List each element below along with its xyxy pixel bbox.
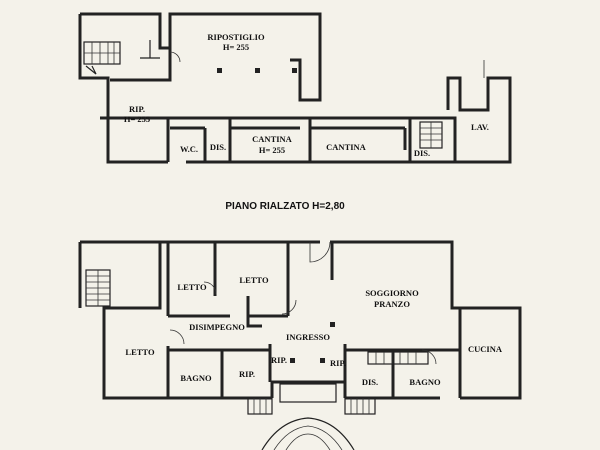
room-name-rip-3: RIP. [330, 358, 346, 368]
door-swing [169, 51, 181, 63]
door-swing [421, 349, 437, 365]
column [290, 358, 295, 363]
ground-stairs [85, 269, 111, 307]
basement-wall [110, 48, 172, 82]
room-name-bagno-2: BAGNO [409, 377, 441, 387]
entrance-wall [270, 380, 347, 398]
room-name-cantina-2: CANTINA [326, 142, 367, 152]
room-name-rip-2: RIP. [271, 355, 287, 365]
column [292, 68, 297, 73]
entrance-steps [247, 383, 376, 450]
room-height-rip: H= 255 [124, 114, 150, 124]
basement-stairs [83, 41, 121, 75]
column [320, 358, 325, 363]
room-name-pranzo: PRANZO [374, 299, 410, 309]
room-name-lav: LAV. [471, 122, 489, 132]
room-name-letto-2: LETTO [239, 275, 269, 285]
room-name-dis: DIS. [362, 377, 378, 387]
ground-wall [80, 240, 272, 400]
basement-plan: RIPOSTIGLIO H= 255 RIP. H= 255 W.C. DIS.… [78, 12, 512, 164]
interior-stairs [367, 351, 429, 365]
room-name-letto-3: LETTO [125, 347, 155, 357]
room-name-rip: RIP. [239, 369, 255, 379]
ground-wall [330, 240, 522, 400]
plan-title: PIANO RIALZATO H=2,80 [225, 201, 345, 212]
room-name-wc: W.C. [180, 144, 198, 154]
basement-stairs [419, 121, 443, 149]
basement-wall [410, 76, 512, 164]
room-name-letto: LETTO [177, 282, 207, 292]
door-swing [203, 281, 217, 295]
door-swing [309, 241, 331, 263]
room-name-soggiorno: SOGGIORNO [365, 288, 419, 298]
room-name-dis: DIS. [210, 142, 226, 152]
basement-wall [100, 116, 412, 164]
basement-wall [78, 14, 168, 164]
door-swing [281, 299, 297, 315]
room-height-ripostiglio: H= 255 [223, 42, 249, 52]
room-name-bagno: BAGNO [180, 373, 212, 383]
column [217, 68, 222, 73]
ground-floor-plan: LETTO LETTO SOGGIORNO PRANZO DISIMPEGNO … [78, 240, 522, 450]
room-name-ripostiglio: RIPOSTIGLIO [207, 32, 265, 42]
column [255, 68, 260, 73]
door-swing [169, 329, 185, 345]
room-name-dis-2: DIS. [414, 148, 430, 158]
room-name-disimpegno: DISIMPEGNO [189, 322, 245, 332]
room-height-cantina: H= 255 [259, 145, 285, 155]
basement-wall [80, 12, 322, 102]
room-name-rip: RIP. [129, 104, 145, 114]
basement-wall [410, 116, 457, 162]
room-name-cantina: CANTINA [252, 134, 293, 144]
room-name-ingresso: INGRESSO [286, 332, 330, 342]
door-swing [140, 40, 160, 59]
ground-wall [246, 296, 262, 328]
column [330, 322, 335, 327]
room-name-cucina: CUCINA [468, 344, 503, 354]
